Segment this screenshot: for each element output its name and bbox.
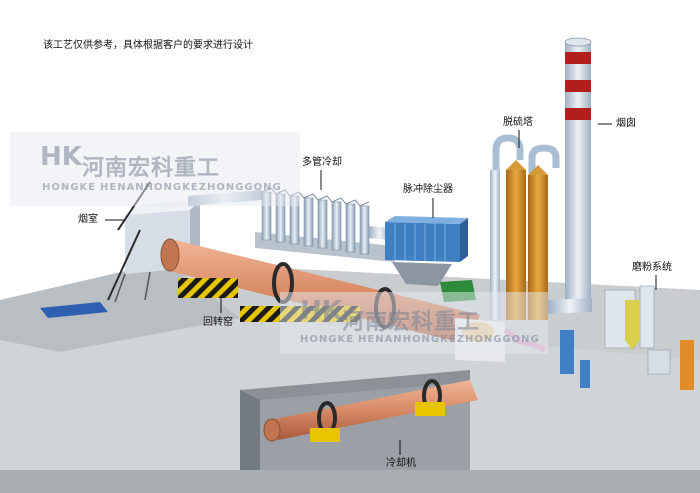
leader-lines — [105, 123, 657, 455]
logo-text-cn: 河南宏科重工 — [82, 156, 221, 181]
label-rotary-kiln: 回转窑 — [203, 317, 233, 328]
logo-watermark-mid — [280, 292, 548, 354]
logo-text-en: HENANHONGKEZHONGGONG — [100, 182, 282, 193]
label-multi-tube-cooler: 多管冷却 — [302, 157, 342, 168]
label-grinding-system: 磨粉系统 — [632, 262, 672, 273]
logo-text-en-mid: HENANHONGKEZHONGGONG — [358, 334, 540, 345]
label-smoke-chamber: 烟室 — [78, 214, 98, 225]
logo-mark: HK — [40, 142, 82, 172]
logo-watermark-top — [10, 132, 300, 206]
grinding-system — [560, 285, 694, 390]
chimney — [548, 37, 592, 314]
multi-tube-cooler — [255, 187, 395, 262]
label-pulse-dust-collector: 脉冲除尘器 — [403, 184, 453, 195]
label-chimney: 烟囱 — [616, 118, 636, 129]
blue-tray — [40, 302, 108, 318]
label-cooler: 冷却机 — [386, 458, 416, 469]
design-note: 该工艺仅供参考，具体根据客户的要求进行设计 — [43, 40, 253, 51]
logo-text-brand-mid: HONGKE — [300, 334, 355, 345]
logo-text-cn-mid: 河南宏科重工 — [342, 310, 481, 335]
logo-mark-mid: HK — [300, 296, 342, 326]
logo-text-brand: HONGKE — [42, 182, 97, 193]
cooler-drum — [263, 379, 478, 442]
label-desulfurization-tower: 脱硫塔 — [503, 117, 533, 128]
